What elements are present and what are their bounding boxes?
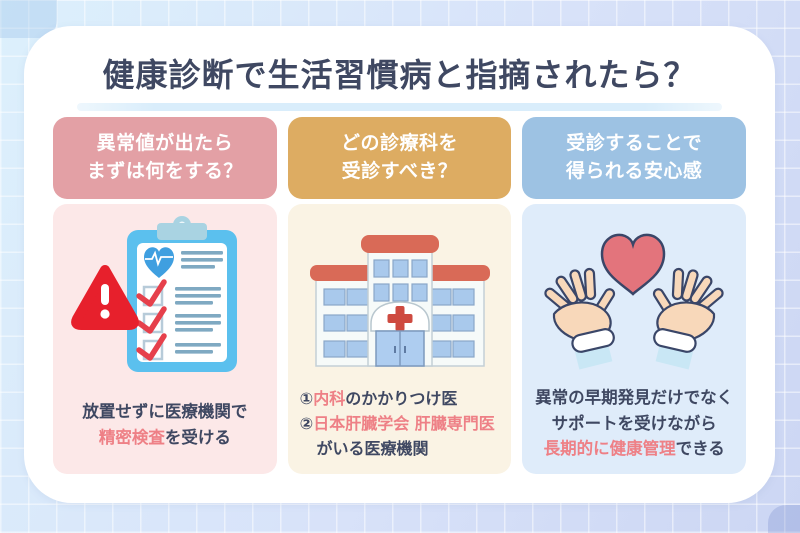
clipboard-icon bbox=[126, 215, 237, 372]
column1-panel: 放置せずに医療機関で 精密検査を受ける bbox=[53, 204, 277, 474]
column3-body-line2: サポートを受けながら bbox=[551, 413, 717, 433]
column-which-department: どの診療科を 受診すべき？ bbox=[287, 117, 512, 474]
column1-body-line1: 放置せずに医療機関で bbox=[82, 401, 248, 421]
medical-cross-icon bbox=[387, 305, 412, 331]
column3-panel: 異常の早期発見だけでなく サポートを受けながら 長期的に健康管理できる bbox=[522, 204, 747, 474]
column2-body-line1: ①内科のかかりつけ医 bbox=[299, 389, 458, 409]
right-hand-icon bbox=[651, 267, 726, 371]
heart-icon bbox=[600, 233, 666, 296]
hands-holding-heart-icon bbox=[542, 233, 726, 371]
column3-body-text: 異常の早期発見だけでなく サポートを受けながら 長期的に健康管理できる bbox=[522, 385, 746, 474]
column2-header: どの診療科を 受診すべき？ bbox=[287, 117, 512, 199]
title-underline bbox=[77, 103, 722, 111]
column1-body-text: 放置せずに医療機関で 精密検査を受ける bbox=[53, 387, 277, 474]
column1-header: 異常値が出たら まずは何をする？ bbox=[53, 117, 277, 199]
column-reassurance: 受診することで 得られる安心感 bbox=[522, 117, 747, 474]
clipboard-checklist-illustration bbox=[53, 204, 277, 387]
page-title: 健康診断で生活習慣病と指摘されたら？ bbox=[102, 56, 697, 94]
columns-container: 異常値が出たら まずは何をする？ bbox=[53, 117, 747, 474]
column3-header-line1: 受診することで bbox=[566, 132, 703, 155]
column2-header-line2: 受診すべき？ bbox=[341, 160, 458, 182]
column3-header-line2: 得られる安心感 bbox=[565, 160, 703, 182]
column3-header: 受診することで 得られる安心感 bbox=[522, 117, 747, 199]
column2-panel: ①内科のかかりつけ医 ②日本肝臓学会 肝臓専門医 がいる医療機関 bbox=[287, 204, 512, 474]
column1-header-line2: まずは何をする？ bbox=[86, 160, 243, 182]
left-hand-icon bbox=[542, 267, 617, 371]
hospital-icon bbox=[309, 234, 490, 367]
column2-body-line2: ②日本肝臓学会 肝臓専門医 bbox=[299, 414, 495, 434]
corner-decoration-bottom-right bbox=[768, 505, 800, 533]
column2-header-line1: どの診療科を bbox=[341, 132, 459, 155]
column-abnormal-values: 異常値が出たら まずは何をする？ bbox=[53, 117, 277, 474]
column2-body-text: ①内科のかかりつけ医 ②日本肝臓学会 肝臓専門医 がいる医療機関 bbox=[288, 387, 512, 474]
hands-holding-heart-illustration bbox=[522, 204, 746, 385]
hospital-illustration bbox=[288, 204, 512, 387]
column2-body-line3: がいる医療機関 bbox=[316, 438, 429, 458]
column1-body-line2: 精密検査を受ける bbox=[98, 427, 231, 447]
clipboard-checklist-icon bbox=[70, 215, 237, 372]
column3-body-line3: 長期的に健康管理できる bbox=[543, 439, 725, 459]
infographic-card: 健康診断で生活習慣病と指摘されたら？ 異常値が出たら まずは何をする？ bbox=[24, 26, 775, 503]
column3-body-line1: 異常の早期発見だけでなく bbox=[535, 388, 734, 408]
column1-header-line1: 異常値が出たら bbox=[96, 132, 234, 155]
warning-icon bbox=[70, 264, 139, 330]
